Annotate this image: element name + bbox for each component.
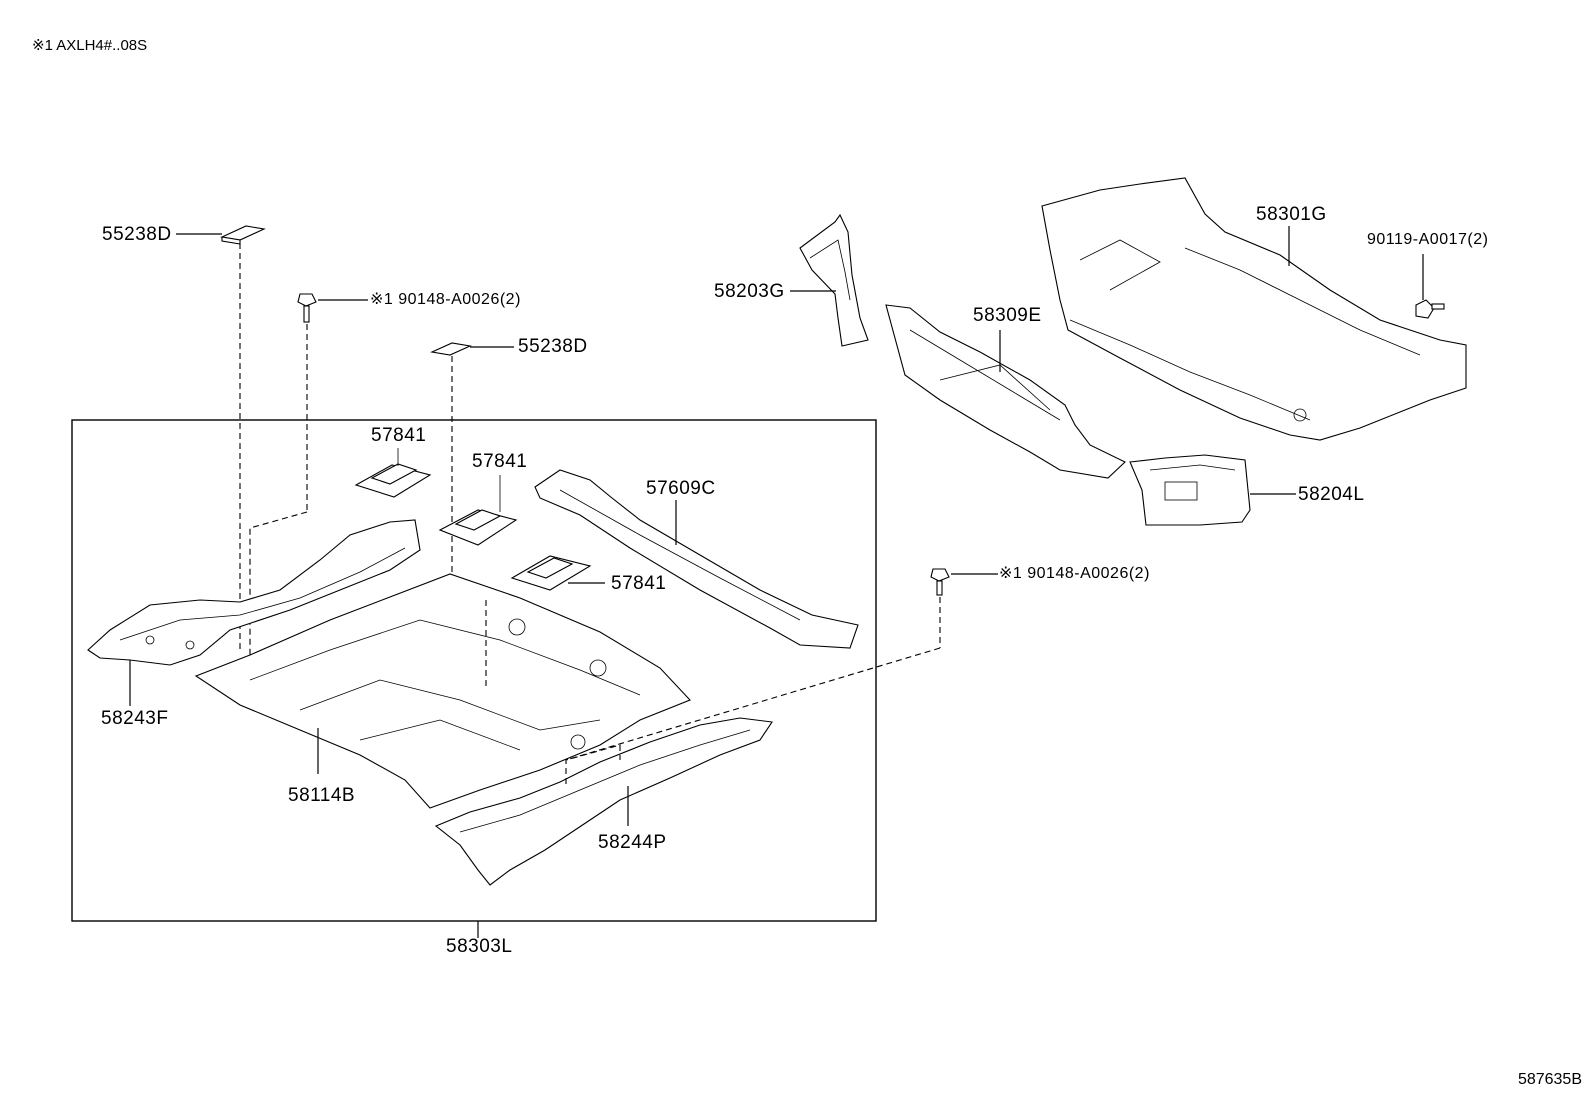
- floor-pan-58301g: [1041, 177, 1467, 441]
- callout-57841-a[interactable]: 57841: [371, 425, 427, 446]
- callout-90148-right[interactable]: ※1 90148-A0026(2): [999, 565, 1150, 582]
- callout-58203g[interactable]: 58203G: [714, 281, 785, 302]
- clip-55238d-mid: [430, 342, 472, 356]
- clip-55238d-top: [220, 225, 266, 245]
- callout-58303l[interactable]: 58303L: [446, 936, 513, 957]
- callout-55238d-mid[interactable]: 55238D: [518, 336, 588, 357]
- callout-58243f[interactable]: 58243F: [101, 708, 169, 729]
- bracket-57841-c: [510, 555, 592, 591]
- member-58244p: [434, 717, 773, 886]
- crossmember-57609c: [534, 469, 859, 649]
- member-58243f: [87, 519, 421, 666]
- callout-57841-b[interactable]: 57841: [472, 451, 528, 472]
- bolt-90148-left: [297, 293, 317, 323]
- floor-pan-58114b: [194, 573, 691, 809]
- callout-90148-left[interactable]: ※1 90148-A0026(2): [370, 291, 521, 308]
- callout-58309e[interactable]: 58309E: [973, 305, 1042, 326]
- callout-55238d-top[interactable]: 55238D: [102, 224, 172, 245]
- assembly-group-box: [71, 419, 877, 922]
- bracket-57841-b: [438, 475, 518, 546]
- applicability-note: ※1 AXLH4#..08S: [32, 37, 148, 54]
- bracket-57841-a: [354, 448, 432, 498]
- bracket-58204l: [1129, 454, 1251, 526]
- callout-57609c[interactable]: 57609C: [646, 478, 716, 499]
- callout-58301g[interactable]: 58301G: [1256, 204, 1327, 225]
- callout-58204l[interactable]: 58204L: [1298, 484, 1365, 505]
- diagram-code: 587635B: [1517, 1071, 1582, 1088]
- callout-90119[interactable]: 90119-A0017(2): [1367, 231, 1489, 248]
- callout-58114b[interactable]: 58114B: [288, 785, 356, 806]
- callout-57841-c[interactable]: 57841: [611, 573, 667, 594]
- bolt-90119: [1415, 299, 1445, 319]
- callout-58244p[interactable]: 58244P: [598, 832, 667, 853]
- bolt-90148-right: [930, 568, 950, 596]
- bracket-58203g: [799, 213, 869, 347]
